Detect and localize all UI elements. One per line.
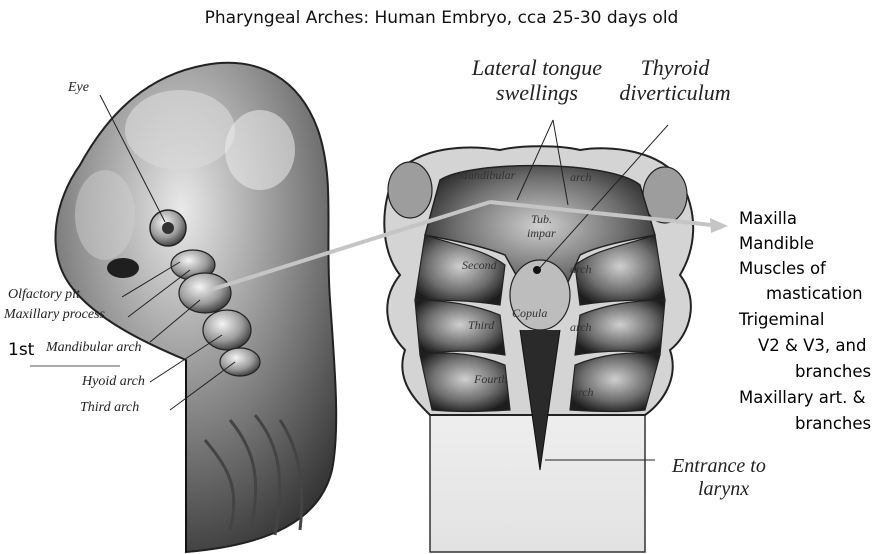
derivative-mandible: Mandible: [739, 233, 814, 254]
derivative-trigeminal: Trigeminal: [739, 309, 824, 330]
third-arch-label: Third arch: [80, 400, 139, 416]
floor-arch-2-label: arch: [570, 262, 592, 277]
thyroid-diverticulum-label: Thyroid diverticulum: [610, 55, 740, 105]
first-arch-marker: 1st: [8, 340, 34, 360]
derivative-v2-v3: V2 & V3, and: [758, 335, 866, 356]
eye-label: Eye: [68, 80, 89, 96]
entrance-to-larynx-label: Entrance to larynx: [672, 455, 766, 501]
derivative-maxillary-art: Maxillary art. &: [739, 387, 866, 408]
floor-arch-1-label: arch: [570, 170, 592, 185]
impar-label: impar: [527, 226, 556, 241]
derivative-branches-1: branches: [795, 361, 871, 382]
fourth-label: Fourth: [474, 372, 507, 387]
third-floor-label: Third: [468, 318, 494, 333]
lateral-tongue-line-1: Lateral tongue: [462, 55, 612, 80]
hyoid-arch-label: Hyoid arch: [82, 374, 145, 390]
maxillary-process-label: Maxillary process: [4, 307, 105, 323]
derivative-mastication: mastication: [766, 283, 863, 304]
derivative-branches-2: branches: [795, 413, 871, 434]
floor-mandibular-label: Mandibular: [458, 168, 515, 183]
tuberculum-label: Tub.: [531, 212, 552, 227]
mandibular-arch-label: Mandibular arch: [46, 340, 142, 356]
floor-arch-3-label: arch: [570, 320, 592, 335]
derivative-maxilla: Maxilla: [739, 208, 797, 229]
lateral-tongue-swellings-label: Lateral tongue swellings: [462, 55, 612, 105]
thyroid-line-1: Thyroid: [610, 55, 740, 80]
lateral-tongue-line-2: swellings: [462, 80, 612, 105]
entrance-line-2: larynx: [672, 478, 766, 501]
copula-label: Copula: [512, 306, 547, 321]
floor-arch-4-label: arch: [572, 385, 594, 400]
entrance-line-1: Entrance to: [672, 455, 766, 478]
olfactory-pit-label: Olfactory pit: [8, 287, 80, 303]
second-label: Second: [462, 258, 497, 273]
thyroid-line-2: diverticulum: [610, 80, 740, 105]
derivative-muscles-of: Muscles of: [739, 258, 826, 279]
